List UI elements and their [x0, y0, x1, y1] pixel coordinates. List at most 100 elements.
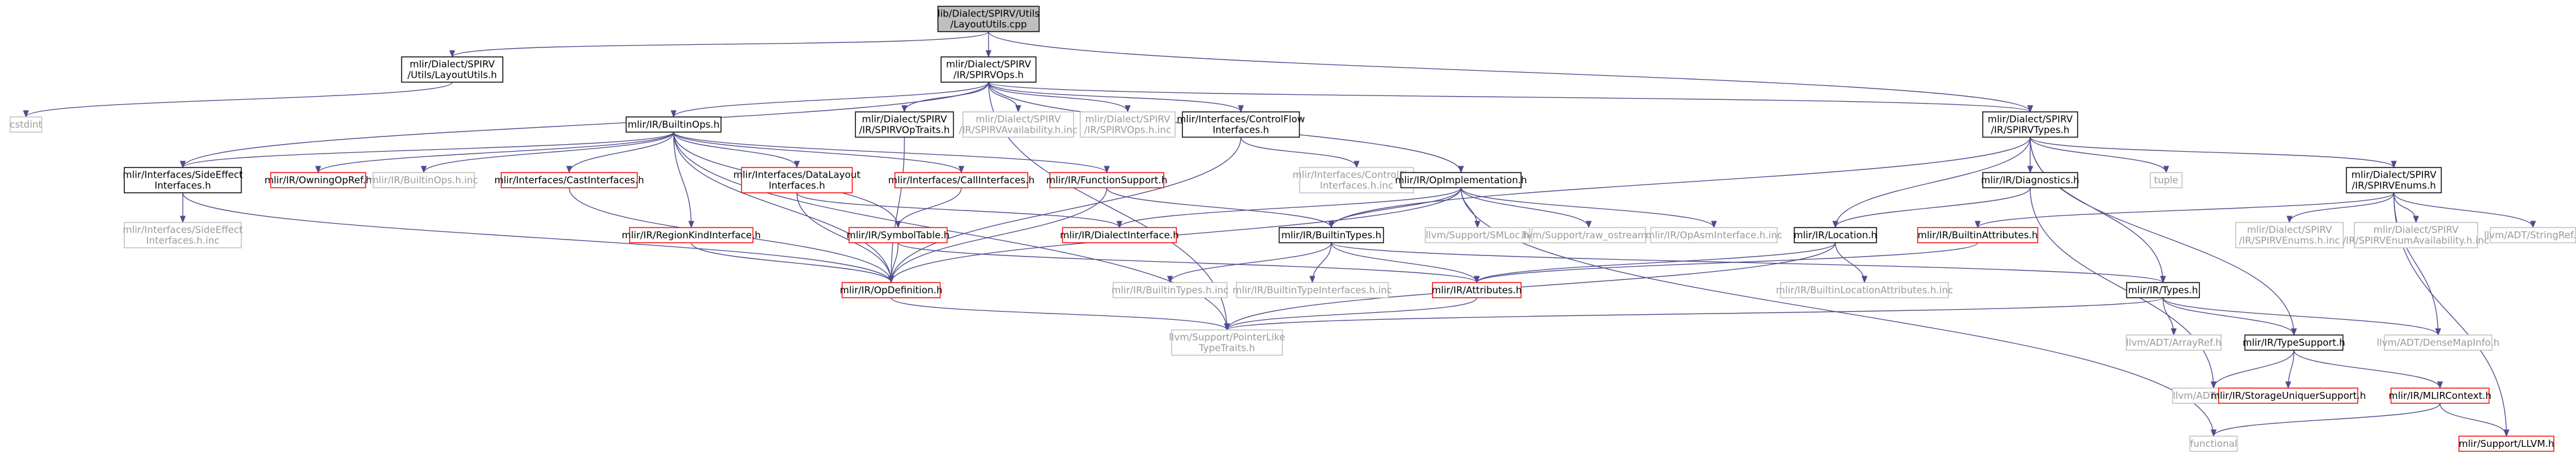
- node-label-line: Interfaces.h: [768, 180, 825, 192]
- edge-root-to-spirv_layoututils: [449, 31, 989, 58]
- node-label-line: mlir/IR/BuiltinAttributes.h: [1918, 229, 2038, 241]
- node-box: [1236, 282, 1389, 298]
- node-spirvoptraits[interactable]: mlir/Dialect/SPIRV/IR/SPIRVOpTraits.h: [854, 111, 954, 138]
- node-builtinops[interactable]: mlir/IR/BuiltinOps.h: [626, 116, 722, 133]
- node-label-line: mlir/Dialect/SPIRV: [2351, 169, 2437, 181]
- node-builtintypesinc[interactable]: mlir/IR/BuiltinTypes.h.inc: [1112, 282, 1229, 298]
- node-llvmh[interactable]: mlir/Support/LLVM.h: [2458, 436, 2554, 452]
- node-box: [962, 111, 1075, 138]
- node-location[interactable]: mlir/IR/Location.h: [1794, 227, 1877, 243]
- node-label-line: mlir/IR/SymbolTable.h: [846, 229, 949, 241]
- node-functionsupport[interactable]: mlir/IR/FunctionSupport.h: [1046, 172, 1168, 188]
- edge-spirvenums-to-spirvenumsinc: [2286, 192, 2394, 224]
- node-types[interactable]: mlir/IR/Types.h: [2126, 282, 2200, 298]
- edge-spirv_layoututils-to-cstdint: [23, 82, 453, 118]
- node-spirvopsinc[interactable]: mlir/Dialect/SPIRV/IR/SPIRVOps.h.inc: [1080, 111, 1176, 138]
- node-attributes[interactable]: mlir/IR/Attributes.h: [1432, 282, 1522, 298]
- edge-builtintypes-to-builtintypesinc: [1167, 242, 1332, 284]
- node-spirvops[interactable]: mlir/Dialect/SPIRV/IR/SPIRVOps.h: [940, 56, 1037, 83]
- node-label-line: mlir/Dialect/SPIRV: [1085, 114, 1171, 125]
- node-controlflowinc[interactable]: mlir/Interfaces/ControlFlowInterfaces.h.…: [1293, 167, 1421, 193]
- node-dialectinterface[interactable]: mlir/IR/DialectInterface.h: [1060, 227, 1179, 243]
- node-owningopref[interactable]: mlir/IR/OwningOpRef.h: [264, 172, 372, 188]
- node-label-line: mlir/Interfaces/CallInterfaces.h: [888, 174, 1034, 186]
- node-stringref[interactable]: llvm/ADT/StringRef.h: [2484, 227, 2576, 243]
- node-rawostream[interactable]: llvm/Support/raw_ostream.h: [1522, 227, 1656, 243]
- node-functional[interactable]: functional: [2189, 436, 2238, 452]
- node-storageuniquer[interactable]: mlir/IR/StorageUniquerSupport.h: [2210, 387, 2366, 404]
- node-typesupport[interactable]: mlir/IR/TypeSupport.h: [2243, 334, 2345, 351]
- node-builtinattributes[interactable]: mlir/IR/BuiltinAttributes.h: [1917, 227, 2038, 243]
- node-spirvavail[interactable]: mlir/Dialect/SPIRV/IR/SPIRVAvailability.…: [959, 111, 1078, 138]
- node-densemapinfo[interactable]: llvm/ADT/DenseMapInfo.h: [2377, 334, 2499, 351]
- edge-builtinops-to-opdefinition: [673, 131, 894, 284]
- node-symboltable[interactable]: mlir/IR/SymbolTable.h: [846, 227, 950, 243]
- node-regionkind[interactable]: mlir/IR/RegionKindInterface.h: [622, 227, 761, 243]
- node-label-line: mlir/IR/MLIRContext.h: [2389, 390, 2492, 401]
- node-smloc[interactable]: llvm/Support/SMLoc.h: [1424, 227, 1531, 243]
- node-cstdint[interactable]: cstdint: [9, 116, 42, 133]
- node-builtintypeinterfaces[interactable]: mlir/IR/BuiltinTypeInterfaces.h.inc: [1233, 282, 1392, 298]
- edge-spirvenums-to-builtinattributes: [1975, 192, 2394, 229]
- node-label-line: mlir/IR/Location.h: [1794, 229, 1877, 241]
- node-mlircontext[interactable]: mlir/IR/MLIRContext.h: [2389, 387, 2492, 404]
- edge-regionkind-to-opdefinition: [691, 242, 894, 284]
- node-label-line: mlir/IR/BuiltinTypes.h.inc: [1112, 284, 1229, 296]
- node-label-line: mlir/Dialect/SPIRV: [862, 114, 947, 125]
- node-label-line: mlir/IR/BuiltinTypeInterfaces.h.inc: [1233, 284, 1392, 296]
- node-box: [1982, 111, 2078, 138]
- node-box: [626, 116, 722, 133]
- edge-opdefinition-to-pointerlike: [891, 297, 1230, 331]
- node-label-line: /IR/SPIRVEnumAvailability.h.inc: [2343, 235, 2489, 247]
- edge-diagnostics-to-twine: [2030, 187, 2217, 389]
- edge-builtinops-to-builtinopsinc: [421, 131, 674, 174]
- node-castinterfaces[interactable]: mlir/Interfaces/CastInterfaces.h: [495, 172, 644, 188]
- node-spirvenums[interactable]: mlir/Dialect/SPIRV/IR/SPIRVEnums.h: [2346, 167, 2442, 193]
- node-box: [1531, 227, 1646, 243]
- node-opimplementation[interactable]: mlir/IR/OpImplementation.h: [1395, 172, 1527, 188]
- node-spirvenumavailinc[interactable]: mlir/Dialect/SPIRV/IR/SPIRVEnumAvailabil…: [2343, 222, 2489, 248]
- node-callinterfaces[interactable]: mlir/Interfaces/CallInterfaces.h: [888, 172, 1035, 188]
- node-box: [937, 6, 1040, 32]
- edge-symboltable-to-attributes: [897, 242, 1480, 284]
- node-builtintypes[interactable]: mlir/IR/BuiltinTypes.h: [1278, 227, 1384, 243]
- edge-typesupport-to-mlircontext: [2293, 350, 2443, 389]
- node-label-line: /IR/SPIRVTypes.h: [1991, 125, 2069, 136]
- node-label-line: mlir/Dialect/SPIRV: [976, 114, 1061, 125]
- node-builtinopsinc[interactable]: mlir/IR/BuiltinOps.h.inc: [369, 172, 478, 188]
- node-label-line: mlir/Dialect/SPIRV: [2374, 224, 2459, 236]
- node-diagnostics[interactable]: mlir/IR/Diagnostics.h: [1981, 172, 2080, 188]
- node-label-line: mlir/Interfaces/ControlFlow: [1293, 169, 1421, 181]
- node-box: [270, 172, 366, 188]
- node-label-line: /IR/SPIRVOpTraits.h: [859, 125, 949, 136]
- node-box: [401, 56, 503, 83]
- node-label-line: mlir/Support/LLVM.h: [2458, 438, 2554, 449]
- node-arrayref[interactable]: llvm/ADT/ArrayRef.h: [2126, 334, 2222, 351]
- node-sideeffectinc[interactable]: mlir/Interfaces/SideEffectInterfaces.h.i…: [123, 222, 243, 248]
- node-builtinlocattrs[interactable]: mlir/IR/BuiltinLocationAttributes.h.inc: [1776, 282, 1953, 298]
- node-label-line: Interfaces.h: [1212, 125, 1269, 136]
- node-opdefinition[interactable]: mlir/IR/OpDefinition.h: [840, 282, 942, 298]
- node-spirv_layoututils[interactable]: mlir/Dialect/SPIRV/Utils/LayoutUtils.h: [401, 56, 503, 83]
- node-spirvenumsinc[interactable]: mlir/Dialect/SPIRV/IR/SPIRVEnums.h.inc: [2235, 222, 2344, 248]
- node-label-line: llvm/Support/PointerLike: [1169, 332, 1285, 343]
- node-label-line: mlir/Dialect/SPIRV: [410, 59, 495, 70]
- node-label-line: mlir/IR/Attributes.h: [1432, 284, 1522, 296]
- node-opasminterface[interactable]: mlir/IR/OpAsmInterface.h.inc: [1646, 227, 1782, 243]
- edge-functionsupport-to-opdefinition: [888, 187, 1107, 284]
- edge-spirvoptraits-to-opdefinition: [888, 137, 905, 284]
- edge-spirvtypes-to-builtintypes: [1328, 137, 2031, 229]
- node-box: [1049, 172, 1164, 188]
- node-spirvtypes[interactable]: mlir/Dialect/SPIRV/IR/SPIRVTypes.h: [1982, 111, 2078, 138]
- edge-opimplementation-to-dialectinterface: [1116, 187, 1462, 229]
- node-box: [2126, 334, 2222, 351]
- node-label-line: llvm/ADT/DenseMapInfo.h: [2377, 337, 2499, 348]
- node-root[interactable]: lib/Dialect/SPIRV/Utils/LayoutUtils.cpp: [937, 6, 1040, 32]
- edge-types-to-pointerlike: [1224, 297, 2164, 331]
- edge-builtinattributes-to-attributes: [1474, 242, 1978, 284]
- node-tuple[interactable]: tuple: [2150, 172, 2183, 188]
